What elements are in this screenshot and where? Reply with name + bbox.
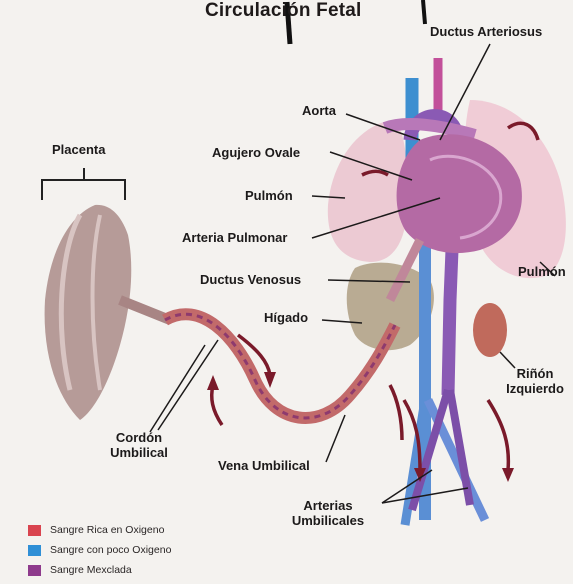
legend-label-mixed: Sangre Mexclada bbox=[50, 564, 132, 576]
legend-label-low-oxygen: Sangre con poco Oxigeno bbox=[50, 544, 171, 556]
label-arterias-umbilicales: Arterias Umbilicales bbox=[278, 498, 378, 528]
label-arterias-line-2: Umbilicales bbox=[278, 513, 378, 528]
label-agujero-ovale: Agujero Ovale bbox=[212, 145, 300, 160]
diagram-title: Circulación Fetal bbox=[205, 0, 362, 22]
legend-swatch-low-oxygen bbox=[28, 545, 41, 556]
legend: Sangre Rica en Oxigeno Sangre con poco O… bbox=[28, 520, 171, 580]
label-ductus-venosus: Ductus Venosus bbox=[200, 272, 301, 287]
placenta bbox=[45, 205, 132, 420]
label-vena-umbilical: Vena Umbilical bbox=[218, 458, 310, 473]
label-higado: Hígado bbox=[264, 310, 308, 325]
left-kidney bbox=[473, 303, 507, 357]
legend-item-oxygen-rich: Sangre Rica en Oxigeno bbox=[28, 520, 171, 540]
label-placenta: Placenta bbox=[52, 142, 105, 157]
label-cordon-line-2: Umbilical bbox=[104, 445, 174, 460]
legend-swatch-oxygen-rich bbox=[28, 525, 41, 536]
legend-label-oxygen-rich: Sangre Rica en Oxigeno bbox=[50, 524, 164, 536]
label-pulmon-right: Pulmón bbox=[518, 264, 566, 279]
left-lung bbox=[328, 120, 408, 262]
label-cordon-umbilical: Cordón Umbilical bbox=[104, 430, 174, 460]
legend-item-mixed: Sangre Mexclada bbox=[28, 560, 171, 580]
label-arteria-pulmonar: Arteria Pulmonar bbox=[182, 230, 287, 245]
label-pulmon-left: Pulmón bbox=[245, 188, 293, 203]
label-aorta: Aorta bbox=[302, 103, 336, 118]
legend-swatch-mixed bbox=[28, 565, 41, 576]
label-ductus-arteriosus: Ductus Arteriosus bbox=[430, 24, 542, 39]
marker-stroke bbox=[423, 0, 425, 24]
placenta-bracket bbox=[42, 180, 125, 200]
label-rinon-line-1: Riñón bbox=[500, 366, 570, 381]
label-arterias-line-1: Arterias bbox=[278, 498, 378, 513]
label-rinon-izquierdo: Riñón Izquierdo bbox=[500, 366, 570, 396]
label-rinon-line-2: Izquierdo bbox=[500, 381, 570, 396]
label-cordon-line-1: Cordón bbox=[104, 430, 174, 445]
legend-item-low-oxygen: Sangre con poco Oxigeno bbox=[28, 540, 171, 560]
